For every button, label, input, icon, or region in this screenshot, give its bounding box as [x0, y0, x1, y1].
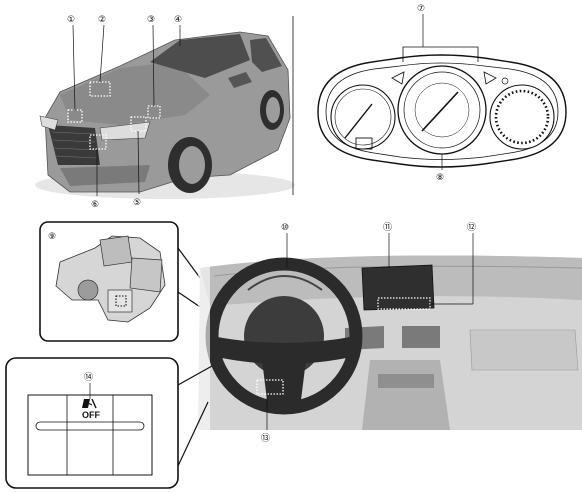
callout-3: ③ — [147, 15, 155, 25]
callout-labels: ① ② ③ ④ ⑤ ⑥ ⑦ ⑧ ⑨ ⑩ ⑪ ⑫ ⑬ ⑭ — [48, 4, 476, 444]
instrument-cluster — [317, 46, 567, 168]
callout-2: ② — [98, 15, 106, 25]
callout-11: ⑪ — [383, 222, 392, 233]
callout-1: ① — [67, 15, 75, 25]
switch-panel-detail: OFF — [5, 357, 213, 489]
off-label: OFF — [82, 410, 100, 420]
callout-12: ⑫ — [467, 222, 476, 233]
callout-7: ⑦ — [417, 4, 425, 14]
interior-dashboard — [198, 255, 582, 430]
callout-9: ⑨ — [48, 232, 56, 242]
leader-lines — [72, 14, 474, 430]
callout-6: ⑥ — [91, 200, 99, 210]
callout-8: ⑧ — [436, 173, 444, 183]
callout-4: ④ — [174, 15, 182, 25]
steering-column-detail — [39, 221, 247, 342]
lane-assist-off-icon[interactable] — [82, 398, 97, 409]
callout-14: ⑭ — [84, 372, 93, 383]
callout-10: ⑩ — [281, 223, 289, 233]
callout-13: ⑬ — [261, 433, 270, 444]
callout-5: ⑤ — [133, 198, 141, 208]
car-exterior — [35, 16, 295, 199]
